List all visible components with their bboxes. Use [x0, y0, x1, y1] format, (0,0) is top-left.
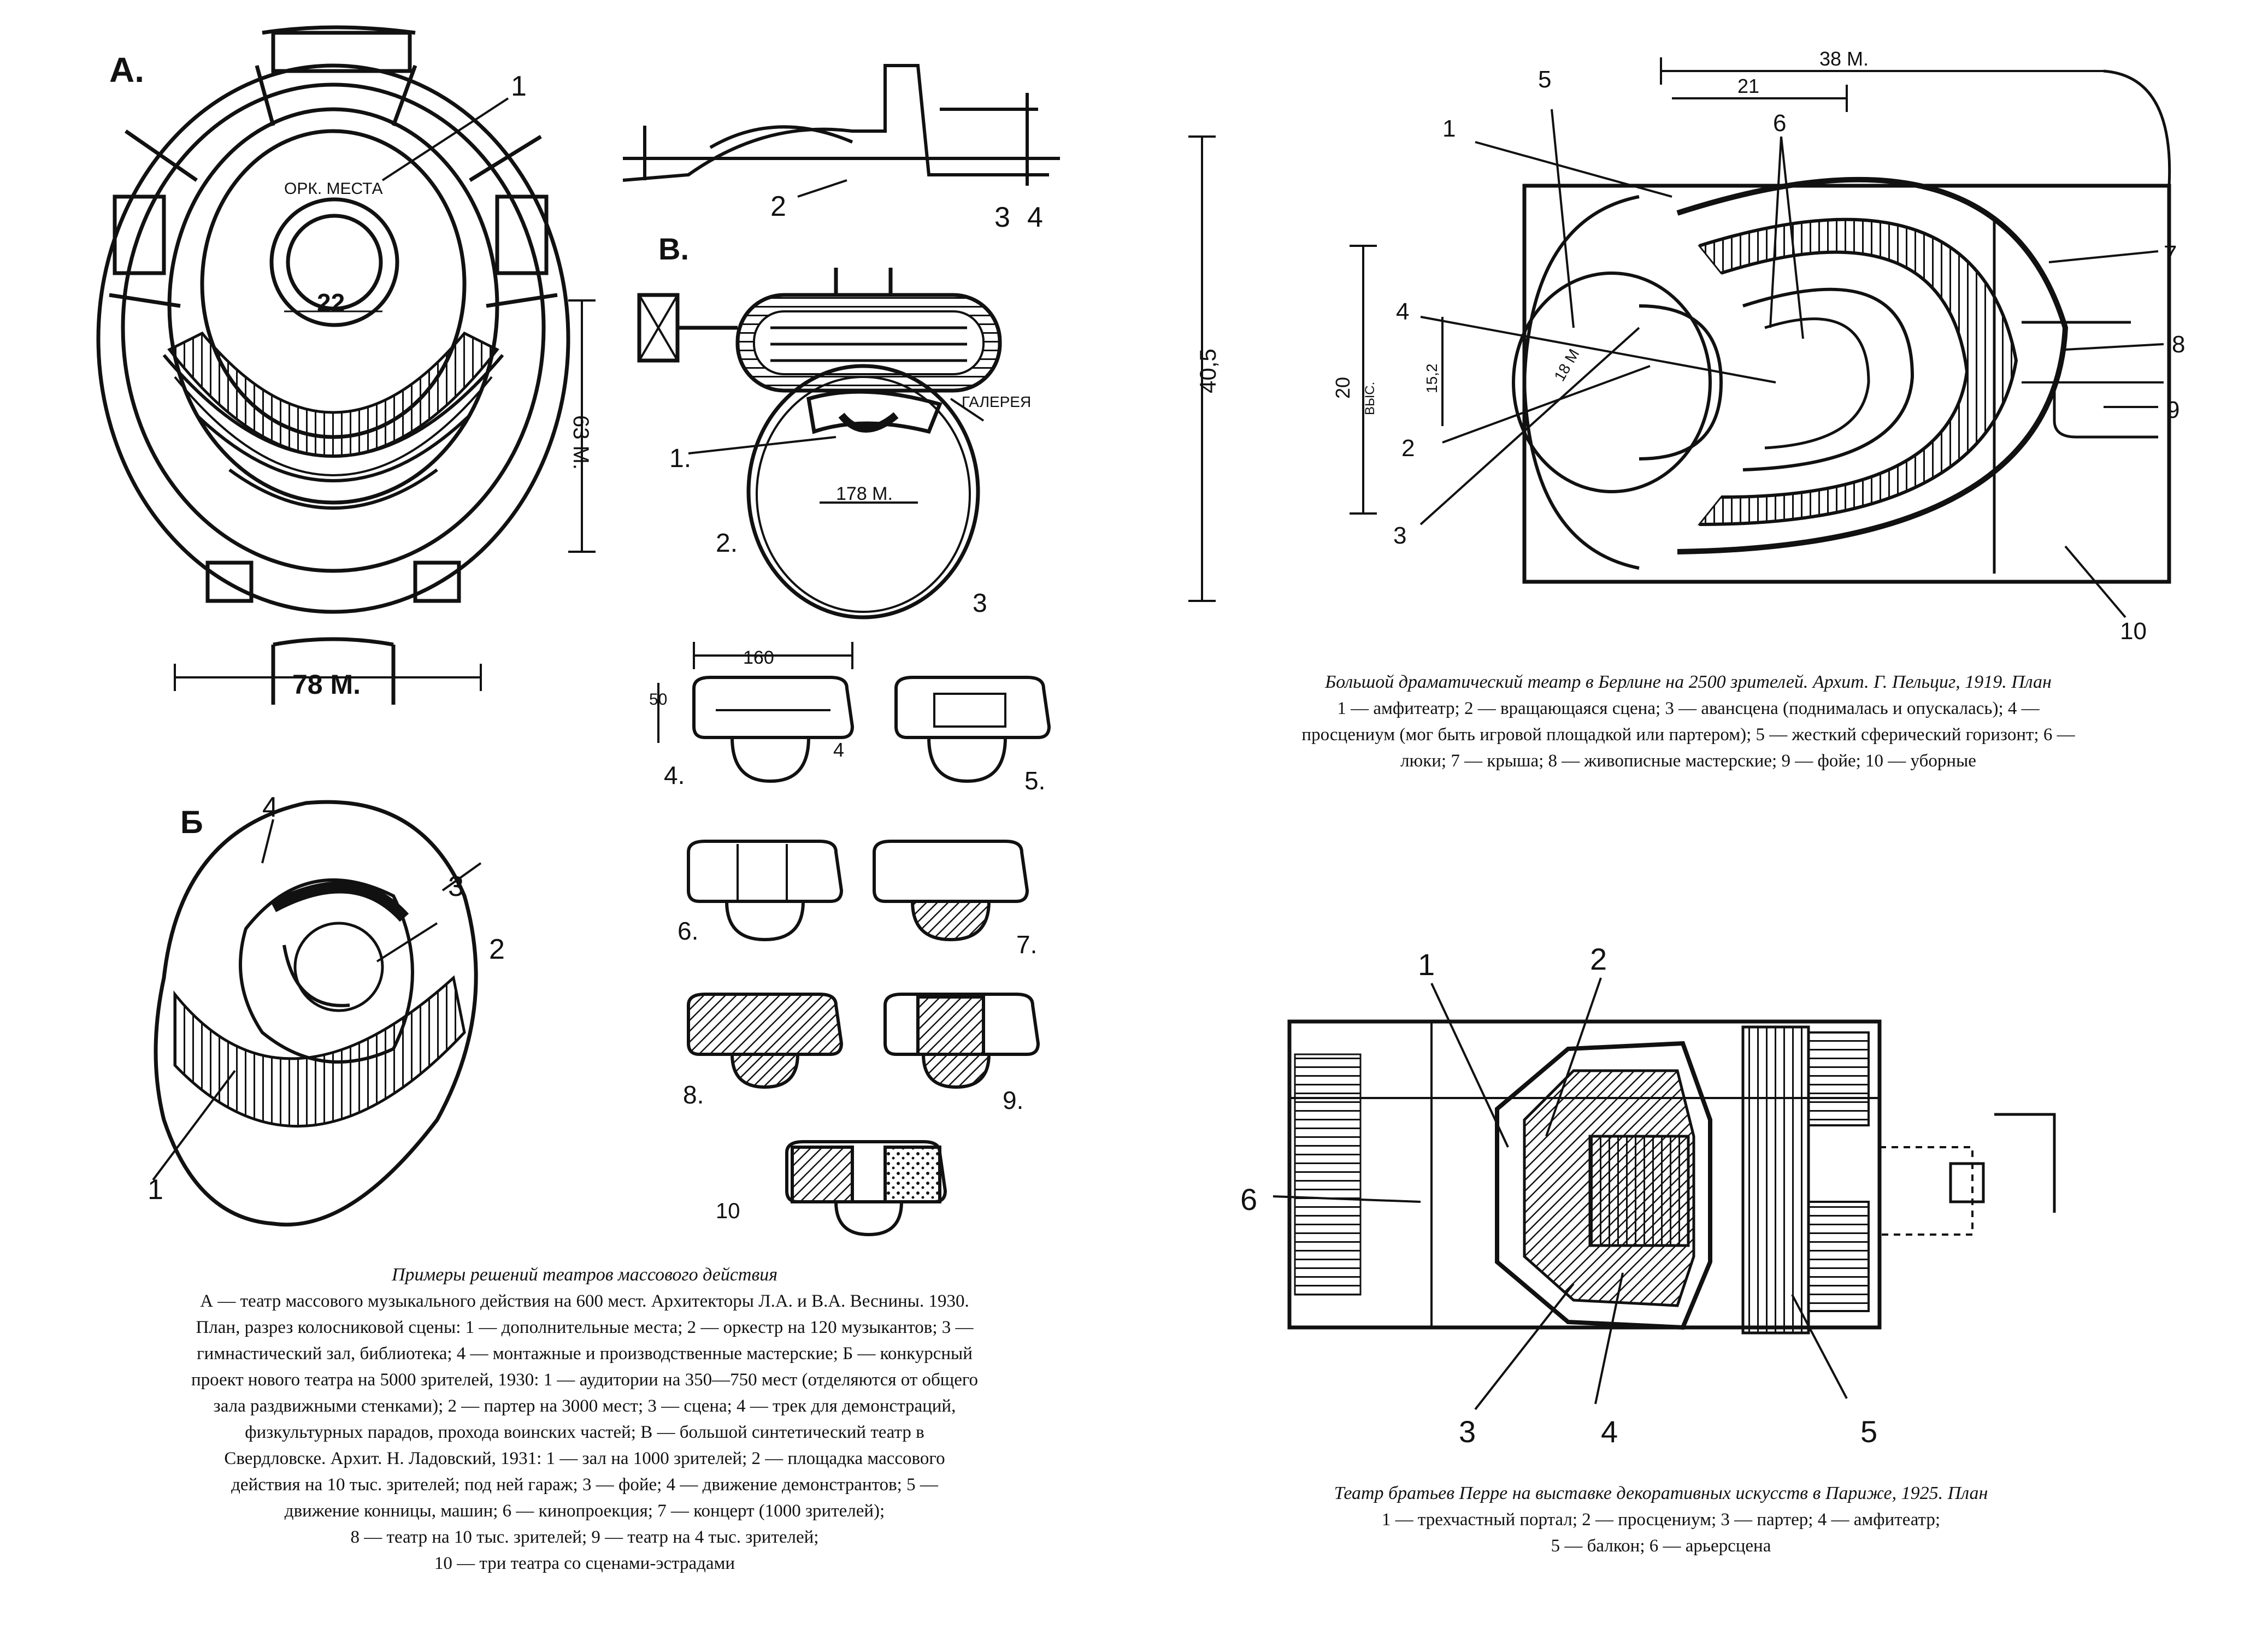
perret-label-4: 4 [1601, 1414, 1618, 1449]
berlin-label-6: 6 [1773, 110, 1786, 137]
caption-perret-line-1: 1 — трехчастный портал; 2 — просцениум; … [1381, 1510, 1941, 1530]
variant-label-10: 10 [716, 1199, 740, 1223]
variant-label-5: 5. [1024, 766, 1045, 795]
caption-left-line-5: зала раздвижными стенками); 2 — партер н… [213, 1396, 956, 1416]
variant-label-4: 4. [664, 761, 685, 789]
figure-b-plan [152, 800, 482, 1227]
figure-v-label-1: 1. [669, 444, 691, 473]
berlin-dim-20-note: ВЫС. [1363, 382, 1377, 415]
caption-left-line-7: Свердловске. Архит. Н. Ладовский, 1931: … [224, 1449, 945, 1468]
figure-v-section-label-2: 2 [770, 191, 786, 222]
caption-left-line-11: 10 — три театра со сценами-эстрадами [434, 1554, 735, 1573]
figure-v-letter: В. [658, 232, 689, 266]
caption-left-line-9: движение конницы, машин; 6 — кинопроекци… [284, 1501, 885, 1521]
figure-v-plan-labels: В. 1. 2. 3 178 М. ГАЛЕРЕЯ [658, 232, 1031, 618]
figure-a-inner-text: ОРК. МЕСТА [284, 180, 383, 198]
variant-9 [883, 993, 1040, 1089]
figure-v-section [622, 64, 1060, 198]
figure-a-dim-inner: 22 [317, 288, 345, 317]
variant-marker-4: 4 [833, 739, 844, 761]
small-dim-side: 50 [649, 690, 667, 709]
variant-7 [873, 840, 1029, 942]
figure-v-section-label-3: 3 [994, 202, 1010, 233]
caption-perret-title: Театр братьев Перре на выставке декорати… [1334, 1483, 1988, 1503]
berlin-labels: 1 2 3 4 5 6 7 8 9 10 38 М. 21 40,5 20 ВЫ… [1195, 48, 2185, 645]
berlin-label-2: 2 [1401, 435, 1415, 462]
caption-left-line-6: физкультурных парадов, прохода воинских … [245, 1422, 924, 1442]
variant-8 [687, 993, 844, 1089]
caption-left-line-8: действия на 10 тыс. зрителей; под ней га… [231, 1475, 938, 1495]
figure-b-letter: Б [180, 805, 203, 840]
figure-v-label-3: 3 [973, 589, 987, 618]
figure-a-label-1: 1 [511, 70, 527, 102]
berlin-dim-20: 20 [1332, 377, 1354, 399]
perret-labels: 1 2 3 4 5 6 [1240, 942, 1877, 1449]
caption-berlin-line-3: люки; 7 — крыша; 8 — живописные мастерск… [1400, 751, 1976, 771]
caption-left-title: Примеры решений театров массового действ… [391, 1265, 778, 1285]
figure-v-label-2: 2. [716, 529, 738, 558]
berlin-label-5: 5 [1538, 66, 1551, 93]
perret-label-6: 6 [1240, 1182, 1257, 1217]
perret-label-3: 3 [1459, 1414, 1476, 1449]
caption-left-line-10: 8 — театр на 10 тыс. зрителей; 9 — театр… [350, 1527, 819, 1547]
berlin-label-10: 10 [2120, 618, 2147, 645]
perret-plan [1273, 977, 2056, 1410]
perret-label-2: 2 [1590, 942, 1607, 976]
figure-b-labels: Б 4 3 2 1 [148, 792, 505, 1206]
figure-v-side-label: ГАЛЕРЕЯ [962, 393, 1031, 410]
berlin-dim-40: 40,5 [1195, 349, 1221, 393]
figure-a-dim-height: 63 М. [569, 415, 593, 470]
berlin-label-7: 7 [2164, 241, 2177, 268]
figure-b-label-3: 3 [448, 871, 464, 902]
small-variants [657, 642, 1051, 1237]
figure-b-label-4: 4 [262, 792, 278, 823]
berlin-label-9: 9 [2166, 397, 2179, 423]
caption-berlin-line-1: 1 — амфитеатр; 2 — вращающаяся сцена; 3 … [1337, 699, 2040, 718]
perret-label-5: 5 [1860, 1414, 1877, 1449]
caption-left: Примеры решений театров массового действ… [11, 1262, 1158, 1577]
figure-v-plan [637, 268, 1002, 619]
berlin-dim-15: 15,2 [1423, 364, 1440, 394]
caption-perret-line-2: 5 — балкон; 6 — арьерсцена [1551, 1536, 1771, 1556]
caption-left-line-1: А — театр массового музыкального действи… [200, 1291, 969, 1311]
berlin-label-3: 3 [1393, 522, 1406, 549]
figure-v-section-label-4: 4 [1027, 202, 1043, 233]
berlin-dim-21: 21 [1737, 75, 1759, 97]
caption-left-line-4: проект нового театра на 5000 зрителей, 1… [191, 1370, 979, 1390]
variant-4 [692, 676, 855, 783]
figure-a-dim-width: 78 М. [292, 669, 361, 700]
small-variant-labels: 160 50 4. 5. 6. 7. 8. 9. 10 4 [649, 647, 1045, 1223]
berlin-plan [1188, 57, 2171, 618]
figure-b-label-1: 1 [148, 1174, 163, 1206]
caption-berlin: Большой драматический театр в Берлине на… [1115, 669, 2262, 774]
caption-left-line-2: План, разрез колосниковой сцены: 1 — доп… [196, 1318, 974, 1337]
caption-berlin-title: Большой драматический театр в Берлине на… [1325, 672, 2052, 692]
berlin-label-1: 1 [1442, 115, 1456, 142]
variant-5 [894, 676, 1051, 783]
berlin-dim-38: 38 М. [1819, 48, 1869, 70]
berlin-label-4: 4 [1396, 298, 1409, 325]
perret-label-1: 1 [1418, 947, 1435, 982]
variant-label-7: 7. [1016, 930, 1037, 959]
figure-a-plan [96, 25, 596, 705]
berlin-label-8: 8 [2172, 331, 2185, 358]
berlin-dim-stage: 18 М [1551, 346, 1582, 384]
caption-berlin-line-2: просцениум (мог быть игровой площадкой и… [1301, 725, 2075, 745]
caption-left-line-3: гимнастический зал, библиотека; 4 — монт… [197, 1344, 973, 1364]
variant-10 [785, 1140, 947, 1237]
variant-label-9: 9. [1003, 1086, 1023, 1114]
figure-a-labels: А. 1 78 М. 63 М. 22 ОРК. МЕСТА [109, 50, 593, 700]
small-dim-top: 160 [743, 647, 774, 668]
figure-a-letter: А. [109, 50, 144, 90]
caption-perret: Театр братьев Перре на выставке декорати… [1142, 1480, 2180, 1559]
variant-label-6: 6. [678, 917, 698, 945]
variant-6 [687, 840, 844, 942]
figure-v-section-labels: 2 3 4 [770, 191, 1043, 233]
variant-label-8: 8. [683, 1081, 704, 1109]
figure-v-dim: 178 М. [836, 483, 893, 504]
figure-b-label-2: 2 [489, 934, 505, 965]
